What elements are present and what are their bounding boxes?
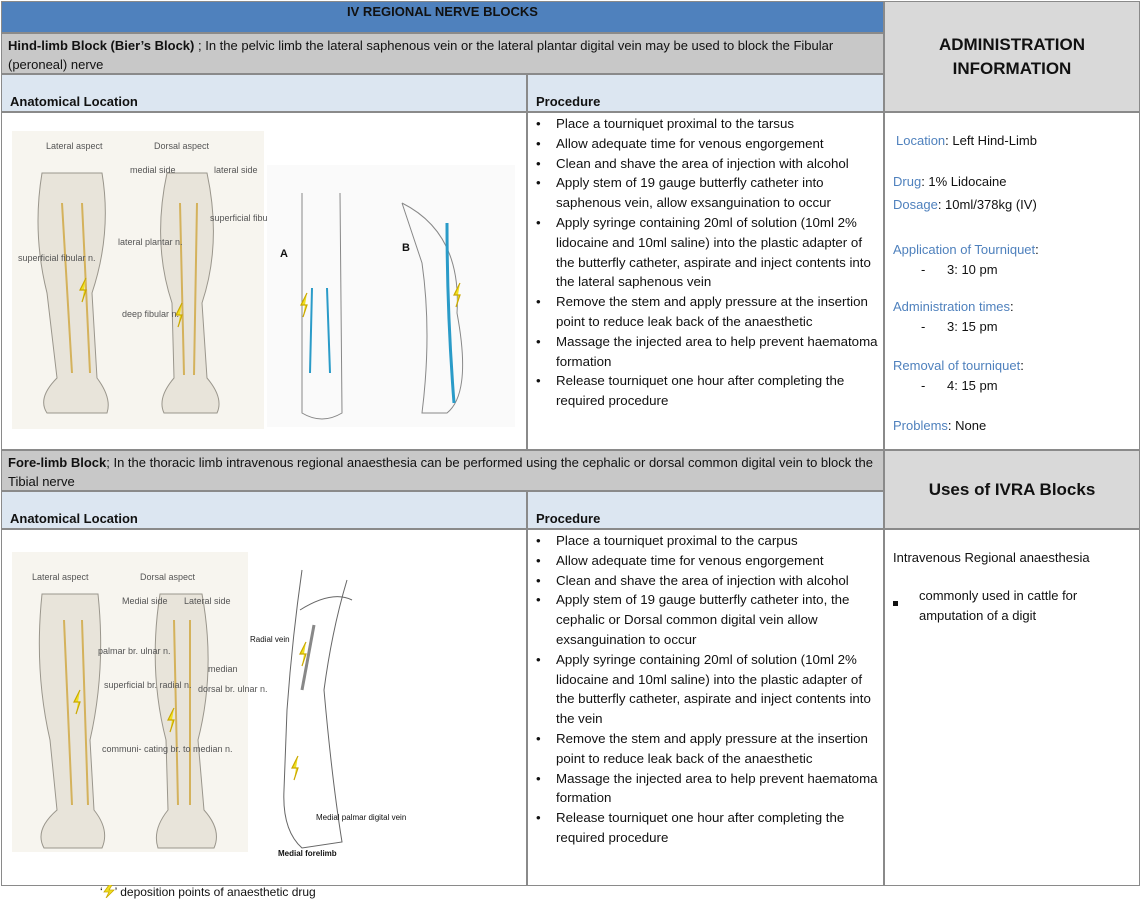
uses-cell: Intravenous Regional anaesthesia commonl… bbox=[884, 529, 1140, 886]
admin-heading: ADMINISTRATION INFORMATION bbox=[938, 34, 1086, 78]
fore-label-medial-forelimb: Medial forelimb bbox=[278, 849, 337, 858]
fore-step: Clean and shave the area of injection wi… bbox=[528, 571, 883, 591]
hind-label-superficial-fibular-2: superficial fibular n. bbox=[210, 213, 288, 223]
fore-deposit-point-1 bbox=[73, 689, 81, 715]
fore-procedure-cell: Place a tourniquet proximal to the carpu… bbox=[527, 529, 884, 886]
fore-label-lateral-side: Lateral side bbox=[184, 596, 231, 606]
fore-step: Release tourniquet one hour after comple… bbox=[528, 808, 883, 848]
admin-dosage: Dosage: 10ml/378kg (IV) bbox=[893, 197, 1037, 212]
uses-heading-cell: Uses of IVRA Blocks bbox=[884, 450, 1140, 529]
hind-step: Clean and shave the area of injection wi… bbox=[528, 154, 883, 174]
square-bullet-icon bbox=[893, 601, 898, 607]
admin-heading-cell: ADMINISTRATION INFORMATION bbox=[884, 1, 1140, 112]
admin-tourniquet: Application of Tourniquet: bbox=[893, 242, 1039, 257]
hind-deposit-point-a bbox=[300, 292, 308, 318]
fore-limb-title-bold: Fore-limb Block bbox=[8, 455, 107, 470]
footnote-open-quote: ‘ bbox=[100, 885, 103, 899]
hind-procedure-cell: Place a tourniquet proximal to the tarsu… bbox=[527, 112, 884, 450]
lightning-icon bbox=[102, 884, 115, 899]
uses-bullet-text: commonly used in cattle for amputation o… bbox=[919, 588, 1078, 623]
fore-limb-title-text: ; In the thoracic limb intravenous regio… bbox=[8, 455, 873, 489]
fore-procedure-list: Place a tourniquet proximal to the carpu… bbox=[528, 531, 883, 848]
admin-tourniquet-time: 3: 10 pm bbox=[893, 260, 1131, 280]
fore-step: Apply stem of 19 gauge butterfly cathete… bbox=[528, 590, 883, 649]
hind-procedure-list: Place a tourniquet proximal to the tarsu… bbox=[528, 114, 883, 411]
table-title-bar: IV REGIONAL NERVE BLOCKS bbox=[1, 1, 884, 33]
hind-label-lateral: Lateral aspect bbox=[46, 141, 103, 151]
fore-step: Place a tourniquet proximal to the carpu… bbox=[528, 531, 883, 551]
fore-step: Apply syringe containing 20ml of solutio… bbox=[528, 650, 883, 729]
hind-label-dorsal: Dorsal aspect bbox=[154, 141, 210, 151]
fore-anatomy-cell: Lateral aspect Dorsal aspect Medial side… bbox=[1, 529, 527, 886]
hind-label-superficial-fibular: superficial fibular n. bbox=[18, 253, 96, 263]
admin-drug: Drug: 1% Lidocaine bbox=[893, 174, 1007, 189]
admin-location: Location: Left Hind-Limb bbox=[896, 133, 1037, 148]
admin-removal-time: 4: 15 pm bbox=[893, 376, 1131, 396]
hind-step: Release tourniquet one hour after comple… bbox=[528, 371, 883, 411]
fore-label-palmar-ulnar: palmar br. ulnar n. bbox=[98, 646, 171, 656]
fore-label-dorsal-ulnar: dorsal br. ulnar n. bbox=[198, 684, 268, 694]
footnote-text: deposition points of anaesthetic drug bbox=[116, 885, 316, 899]
uses-heading: Uses of IVRA Blocks bbox=[928, 479, 1096, 499]
fore-label-dorsal: Dorsal aspect bbox=[140, 572, 196, 582]
hind-step: Massage the injected area to help preven… bbox=[528, 332, 883, 372]
fore-label-communicating: communi- cating br. to median n. bbox=[102, 744, 233, 754]
hind-label-b: B bbox=[402, 242, 410, 254]
hind-deposit-point-b bbox=[453, 282, 461, 308]
fore-label-lateral: Lateral aspect bbox=[32, 572, 89, 582]
fore-col-procedure: Procedure bbox=[527, 491, 884, 529]
hind-step: Place a tourniquet proximal to the tarsu… bbox=[528, 114, 883, 134]
hind-limb-title-bold: Hind-limb Block (Bier’s Block) bbox=[8, 38, 195, 53]
hind-deposit-point-1 bbox=[79, 277, 87, 303]
hind-limb-title-text: ; In the pelvic limb the lateral sapheno… bbox=[8, 38, 834, 72]
hind-label-deep-fibular: deep fibular n. bbox=[122, 309, 179, 319]
hind-col-procedure: Procedure bbox=[527, 74, 884, 112]
hind-label-medial-side: medial side bbox=[130, 165, 176, 175]
fore-step: Allow adequate time for venous engorgeme… bbox=[528, 551, 883, 571]
hind-label-lateral-plantar: lateral plantar n. bbox=[118, 237, 183, 247]
uses-bullet-item: commonly used in cattle for amputation o… bbox=[893, 586, 1131, 626]
hind-step: Apply syringe containing 20ml of solutio… bbox=[528, 213, 883, 292]
admin-removal: Removal of tourniquet: bbox=[893, 358, 1024, 373]
hind-deposit-point-2 bbox=[175, 302, 183, 328]
fore-label-medial-palmar: Medial palmar digital vein bbox=[316, 813, 406, 822]
fore-deposit-point-2 bbox=[167, 707, 175, 733]
admin-problems: Problems: None bbox=[893, 418, 987, 433]
hind-anatomy-cell: Lateral aspect Dorsal aspect medial side… bbox=[1, 112, 527, 450]
fore-col-procedure-label: Procedure bbox=[536, 511, 601, 526]
hind-label-a: A bbox=[280, 248, 288, 260]
hind-col-anatomical: Anatomical Location bbox=[1, 74, 527, 112]
fore-col-anatomical-label: Anatomical Location bbox=[10, 511, 138, 526]
hind-limb-illustration: Lateral aspect Dorsal aspect medial side… bbox=[12, 131, 515, 429]
hind-step: Remove the stem and apply pressure at th… bbox=[528, 292, 883, 332]
fore-limb-illustration: Lateral aspect Dorsal aspect Medial side… bbox=[12, 552, 406, 858]
hind-label-lateral-side: lateral side bbox=[214, 165, 258, 175]
uses-intro: Intravenous Regional anaesthesia bbox=[893, 550, 1090, 565]
hind-step: Apply stem of 19 gauge butterfly cathete… bbox=[528, 173, 883, 213]
fore-col-anatomical: Anatomical Location bbox=[1, 491, 527, 529]
footnote: ‘ ’ deposition points of anaesthetic drug bbox=[100, 884, 316, 900]
fore-step: Remove the stem and apply pressure at th… bbox=[528, 729, 883, 769]
admin-times: Administration times: bbox=[893, 299, 1014, 314]
fore-label-median: median bbox=[208, 664, 238, 674]
footnote-close-quote: ’ bbox=[114, 885, 117, 899]
admin-info-cell: Location: Left Hind-Limb Drug: 1% Lidoca… bbox=[884, 112, 1140, 450]
table-title: IV REGIONAL NERVE BLOCKS bbox=[347, 4, 538, 19]
hind-step: Allow adequate time for venous engorgeme… bbox=[528, 134, 883, 154]
fore-label-medial-side: Medial side bbox=[122, 596, 168, 606]
fore-label-superficial-radial: superficial br. radial n. bbox=[104, 680, 192, 690]
fore-label-radial-vein: Radial vein bbox=[250, 635, 290, 644]
admin-times-value: 3: 15 pm bbox=[893, 317, 1131, 337]
fore-limb-title: Fore-limb Block; In the thoracic limb in… bbox=[1, 450, 884, 491]
hind-col-procedure-label: Procedure bbox=[536, 94, 601, 109]
fore-step: Massage the injected area to help preven… bbox=[528, 769, 883, 809]
hind-col-anatomical-label: Anatomical Location bbox=[10, 94, 138, 109]
fore-deposit-point-4 bbox=[291, 755, 299, 781]
hind-limb-title: Hind-limb Block (Bier’s Block) ; In the … bbox=[1, 33, 884, 74]
fore-deposit-point-3 bbox=[299, 641, 307, 667]
